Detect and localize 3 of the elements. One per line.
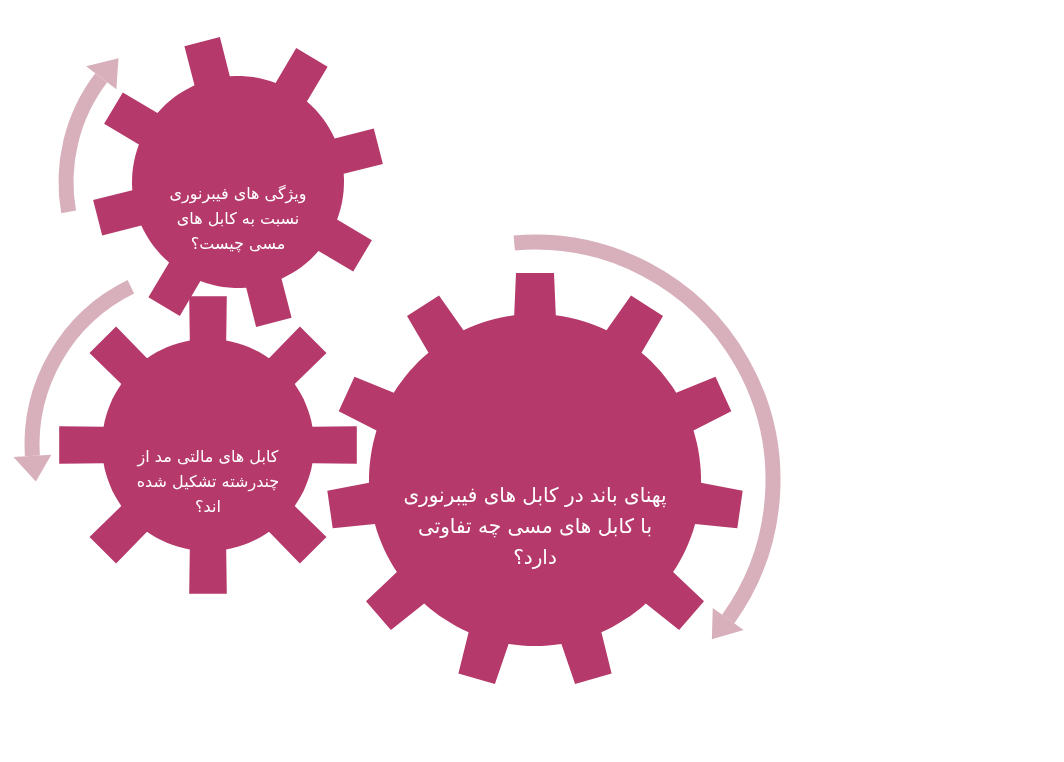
gear-label: ویژگی های فیبرنوری نسبت به کابل های مسی چیست؟: [168, 183, 308, 255]
gear-label: کابل های مالتی مد از چندرشته تشکیل شده اند؟: [135, 446, 281, 518]
gear-label: پهنای باند در کابل های فیبرنوری با کابل های مسی چه تفاوتی دارد؟: [402, 482, 668, 571]
